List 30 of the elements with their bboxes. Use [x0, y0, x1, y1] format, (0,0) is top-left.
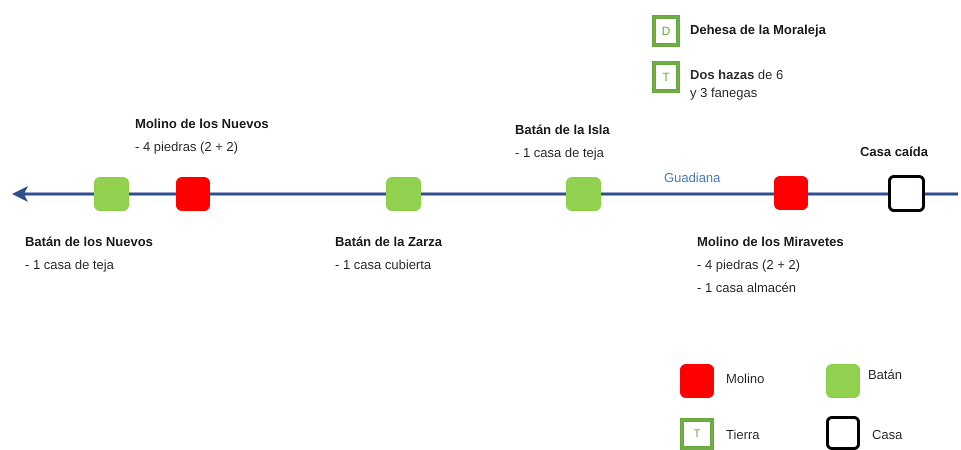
marker-square: [94, 177, 129, 211]
marker-square: [888, 175, 925, 212]
land-box: [652, 15, 680, 47]
place-name: Batán de la Isla: [515, 121, 611, 139]
place-name: Dos hazas de 6 y 3 fanegas: [690, 66, 784, 102]
marker-square: [566, 177, 601, 211]
river-label: Guadiana: [664, 171, 720, 184]
marker-square: [386, 177, 421, 211]
land-letter: T: [662, 71, 670, 83]
detail-text: - 1 casa de teja: [515, 144, 605, 162]
marker-square: [176, 177, 210, 211]
place-name: Batán de la Zarza: [335, 233, 443, 251]
legend-label: Casa: [872, 428, 902, 441]
marker-square: [774, 176, 808, 210]
detail-text: - 4 piedras (2 + 2): [135, 138, 239, 156]
place-name: Casa caída: [860, 143, 929, 161]
land-box: [652, 61, 680, 93]
land-letter: D: [662, 25, 670, 37]
detail-text: - 1 casa cubierta: [335, 256, 432, 274]
place-name: Batán de los Nuevos: [25, 233, 154, 251]
legend-label: Tierra: [726, 428, 760, 441]
land-letter: T: [694, 428, 700, 440]
detail-text: - 1 casa almacén: [697, 279, 797, 297]
legend-label: Molino: [726, 372, 764, 385]
legend-label: Batán: [868, 368, 902, 381]
detail-text: - 1 casa de teja: [25, 256, 115, 274]
place-name: Molino de los Miravetes: [697, 233, 845, 251]
place-name: Dehesa de la Moraleja: [690, 21, 827, 39]
place-name: Molino de los Nuevos: [135, 115, 270, 133]
detail-text: - 4 piedras (2 + 2): [697, 256, 801, 274]
